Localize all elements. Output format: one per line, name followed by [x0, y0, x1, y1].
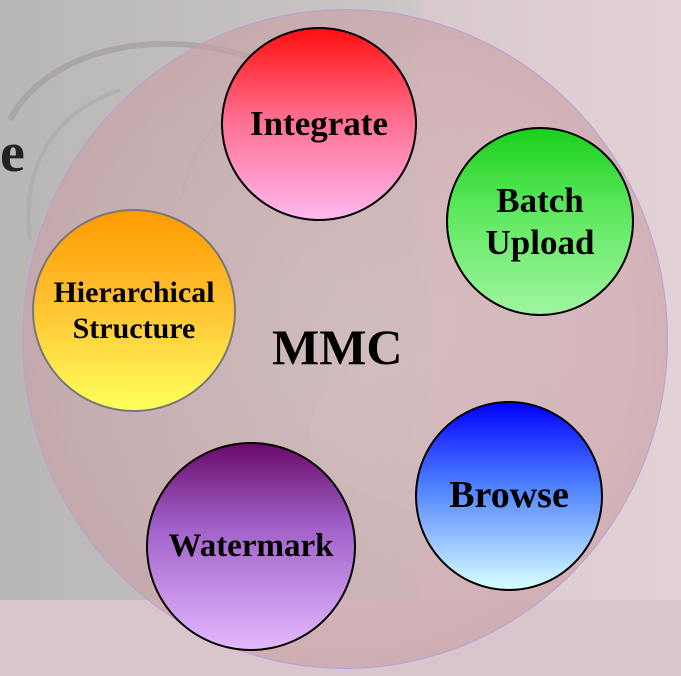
node-batch-upload[interactable]: Batch Upload [446, 127, 634, 316]
node-hierarchical-structure[interactable]: Hierarchical Structure [32, 209, 236, 412]
node-watermark[interactable]: Watermark [146, 442, 356, 651]
edge-letter: e [0, 122, 25, 184]
node-integrate[interactable]: Integrate [221, 27, 417, 221]
node-hierarchical-structure-label: Hierarchical Structure [53, 275, 215, 345]
node-browse-label: Browse [449, 474, 569, 517]
node-watermark-label: Watermark [168, 527, 334, 564]
node-browse[interactable]: Browse [415, 401, 603, 591]
node-integrate-label: Integrate [249, 104, 388, 143]
node-batch-upload-label: Batch Upload [485, 180, 595, 262]
center-label: MMC [272, 319, 403, 375]
